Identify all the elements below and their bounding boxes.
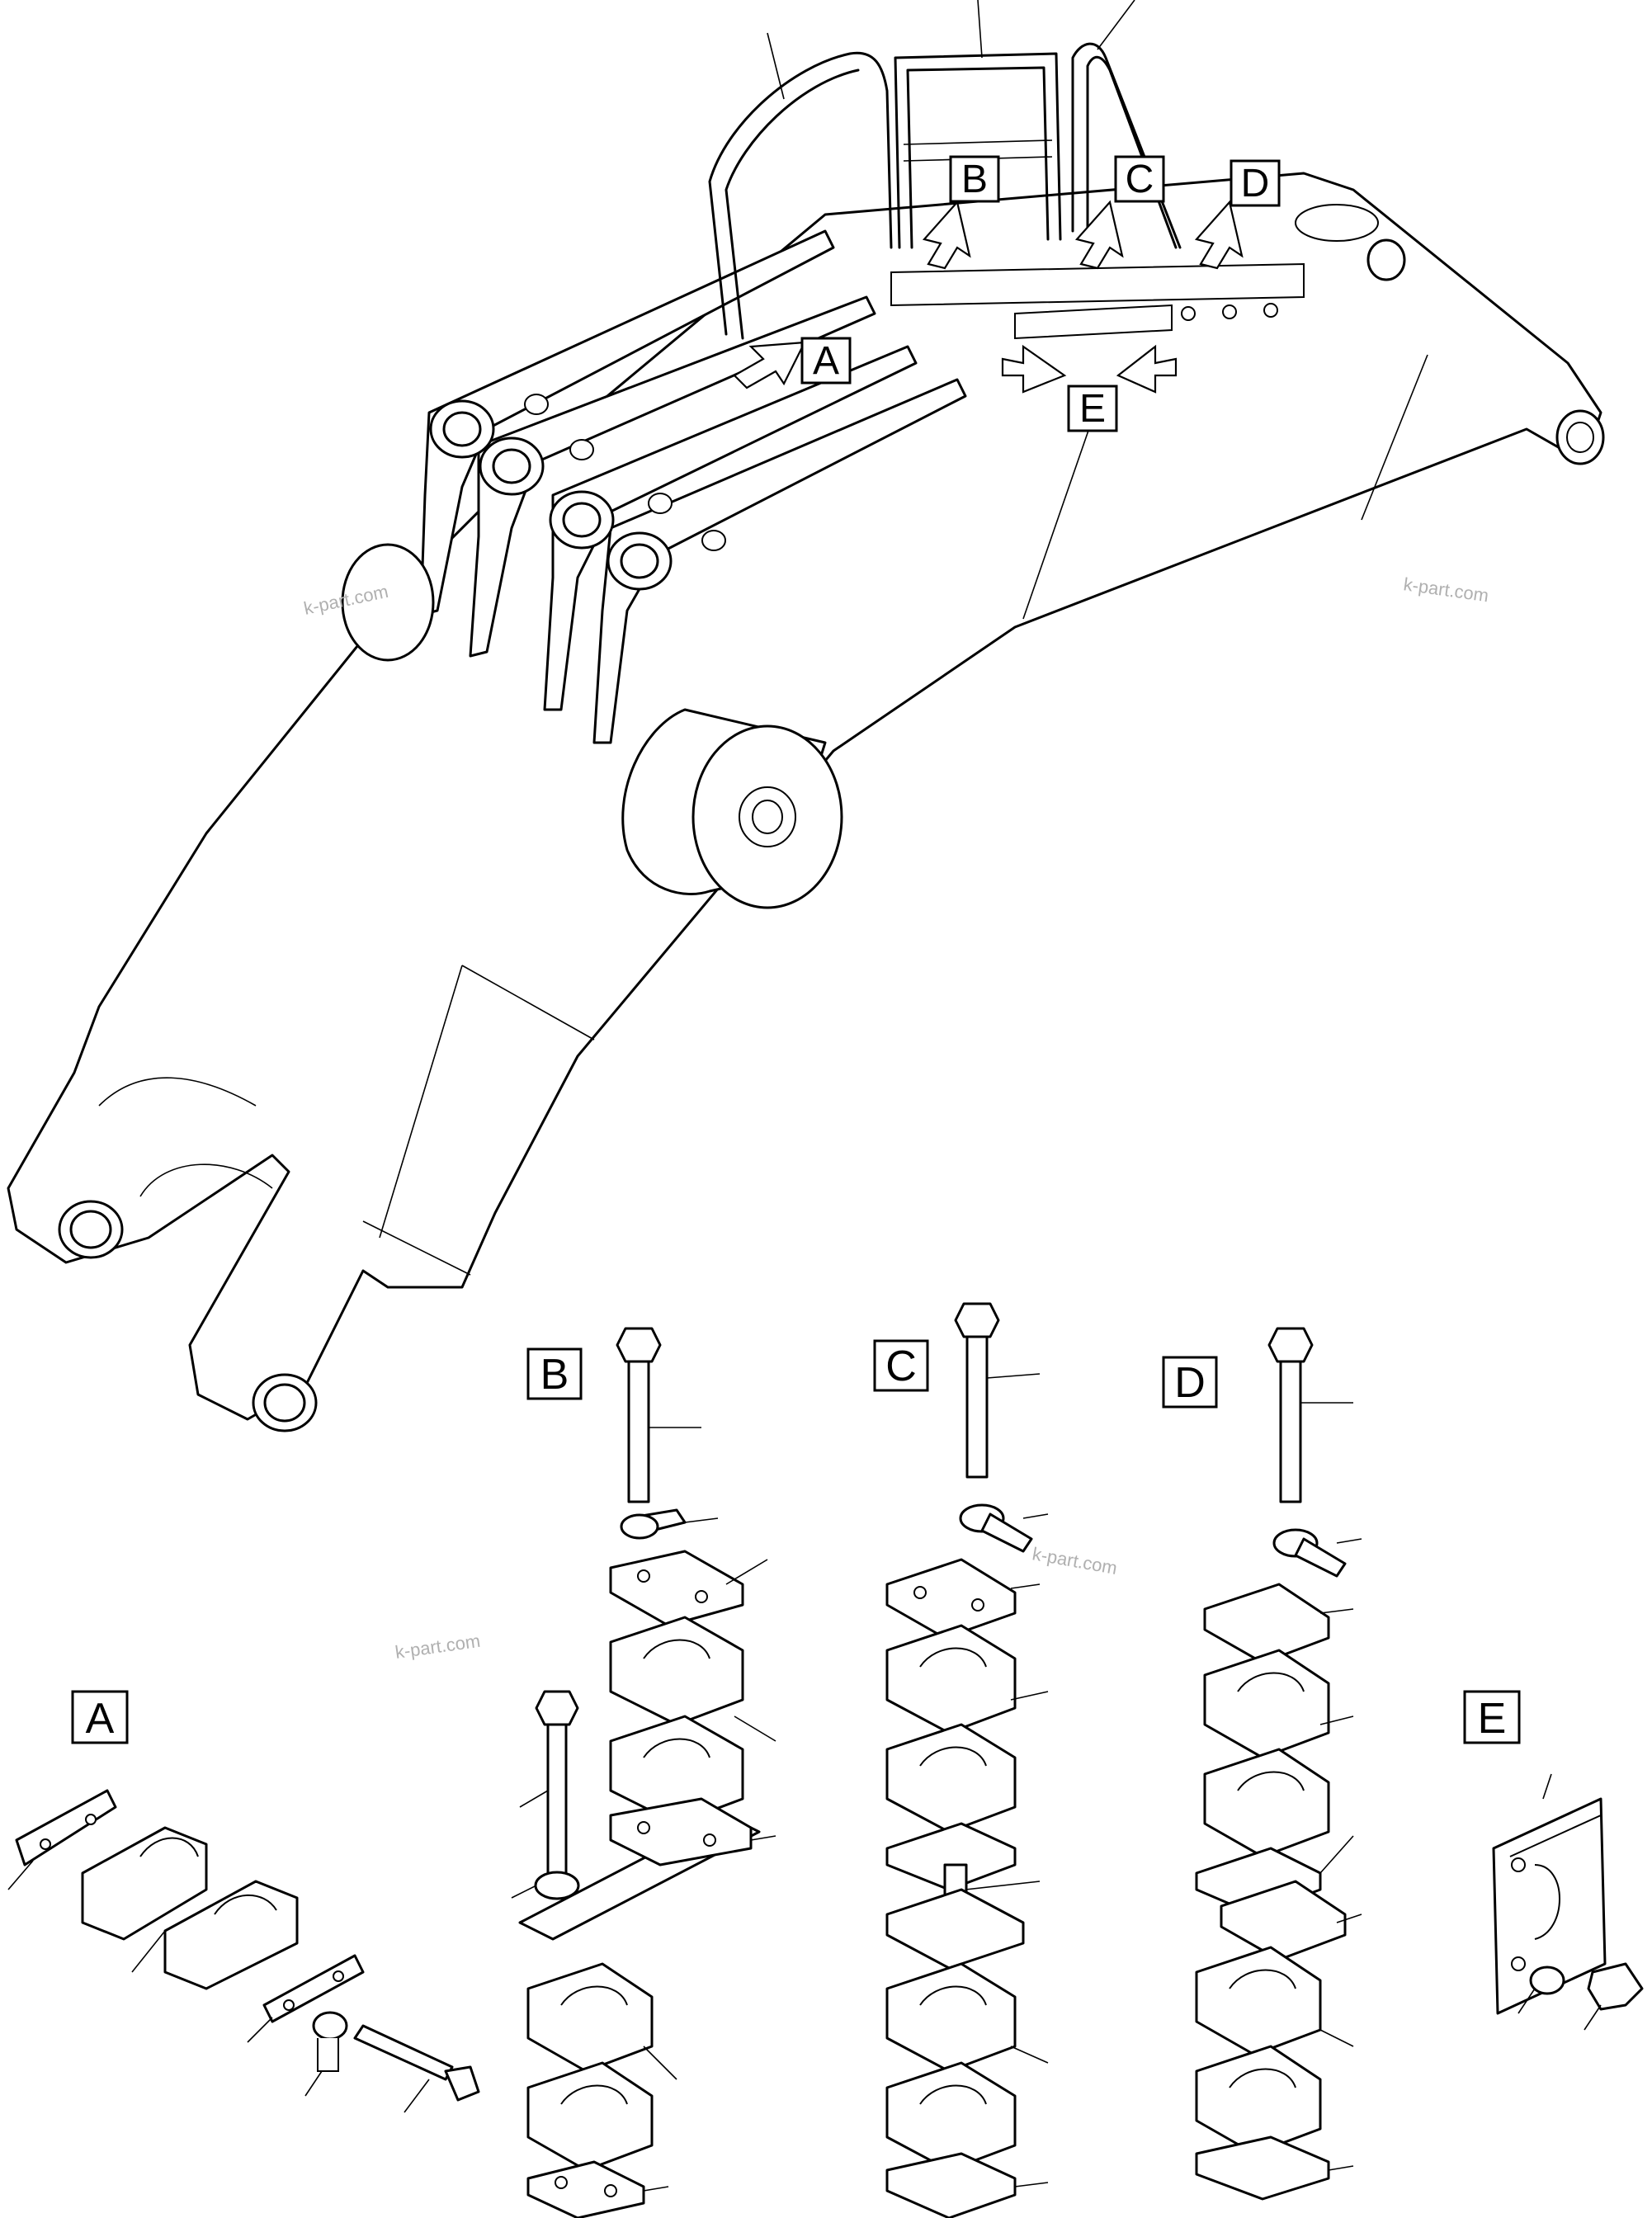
callout-a-label: A — [813, 339, 839, 383]
svg-text:B: B — [540, 1351, 569, 1399]
callout-e: E — [1067, 385, 1118, 432]
boom-assembly — [7, 0, 1605, 1432]
detail-a: A — [7, 1690, 480, 2113]
detail-c: C — [873, 1302, 1049, 2218]
callout-e-label: E — [1079, 387, 1106, 431]
detail-d: D — [1162, 1327, 1362, 2201]
pipe-clamp-row — [890, 262, 1305, 307]
watermark-3: k-part.com — [394, 1630, 481, 1663]
detail-d-label: D — [1162, 1356, 1218, 1409]
hinge-plate-4 — [592, 378, 967, 744]
hinge-plate-3 — [543, 345, 918, 711]
detail-b-label: B — [526, 1347, 583, 1400]
detail-c-label: C — [873, 1339, 929, 1392]
handrail — [708, 51, 893, 336]
callout-d-label: D — [1241, 162, 1270, 205]
detail-a-label: A — [71, 1690, 129, 1744]
svg-text:E: E — [1478, 1695, 1507, 1743]
svg-text:C: C — [885, 1343, 917, 1390]
callout-c-label: C — [1126, 158, 1154, 201]
svg-text:A: A — [86, 1695, 115, 1743]
callout-arrows — [733, 200, 1244, 394]
detail-b: B — [511, 1327, 776, 2218]
callout-d: D — [1230, 159, 1281, 207]
hinge-plate-1 — [419, 229, 835, 616]
callout-c: C — [1114, 155, 1165, 203]
boom-body — [7, 172, 1602, 1421]
watermark-2: k-part.com — [1402, 573, 1489, 606]
hinge-plate-2 — [469, 295, 876, 658]
callout-b-label: B — [961, 158, 988, 201]
watermark-4: k-part.com — [1031, 1543, 1119, 1579]
callout-a: A — [800, 337, 852, 385]
detail-e-label: E — [1463, 1690, 1521, 1744]
svg-text:D: D — [1174, 1359, 1206, 1407]
callout-b: B — [949, 155, 1000, 203]
detail-e: E — [1463, 1690, 1644, 2031]
